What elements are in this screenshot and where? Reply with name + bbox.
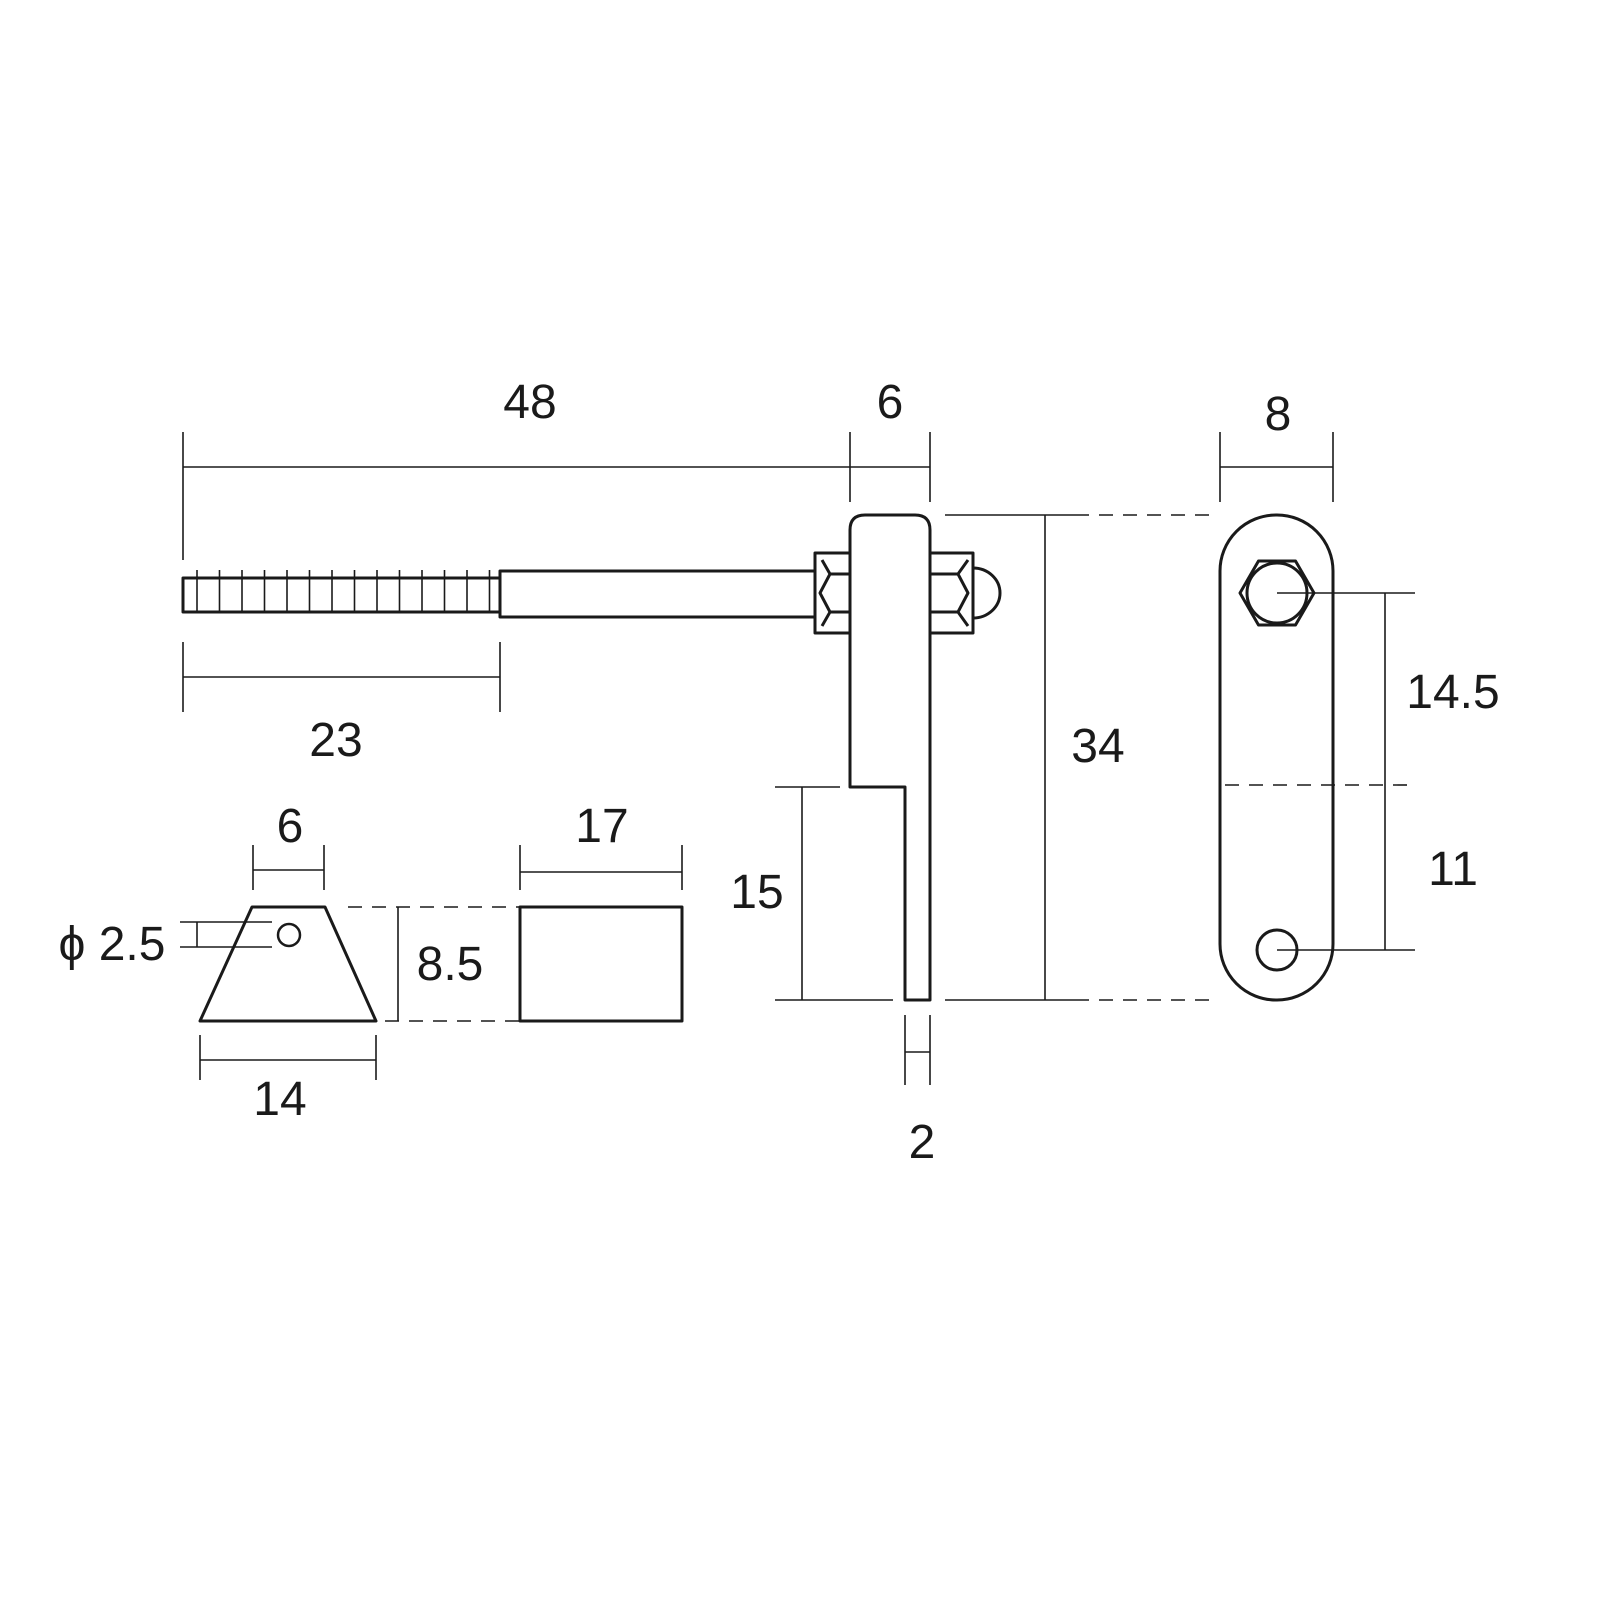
dim-8: 8 bbox=[1265, 388, 1292, 441]
dim-14: 14 bbox=[253, 1073, 306, 1126]
plate bbox=[1218, 513, 1335, 1002]
dim-6-wedge: 6 bbox=[277, 800, 304, 853]
hex-bolt-head bbox=[1238, 559, 1316, 627]
screw bbox=[181, 569, 817, 619]
wedge bbox=[198, 905, 378, 1023]
block bbox=[518, 905, 684, 1023]
plate-hole bbox=[1255, 928, 1299, 972]
dim-17: 17 bbox=[575, 800, 628, 853]
dim-11: 11 bbox=[1428, 843, 1478, 896]
dim-23: 23 bbox=[309, 714, 362, 767]
screw-threads bbox=[196, 570, 491, 612]
bracket bbox=[848, 513, 932, 1002]
dim-14-5: 14.5 bbox=[1406, 666, 1499, 719]
dimension-lines bbox=[180, 432, 1415, 1085]
dim-2: 2 bbox=[909, 1116, 936, 1169]
dim-34: 34 bbox=[1071, 720, 1124, 773]
dim-6-bracket: 6 bbox=[877, 376, 904, 429]
dim-48: 48 bbox=[503, 376, 556, 429]
dim-8-5: 8.5 bbox=[417, 938, 484, 991]
dim-15: 15 bbox=[730, 866, 783, 919]
left-nut bbox=[813, 551, 852, 635]
dim-phi-2-5: ϕ 2.5 bbox=[59, 918, 166, 971]
wedge-hole bbox=[276, 922, 302, 948]
right-nut bbox=[928, 551, 1002, 635]
